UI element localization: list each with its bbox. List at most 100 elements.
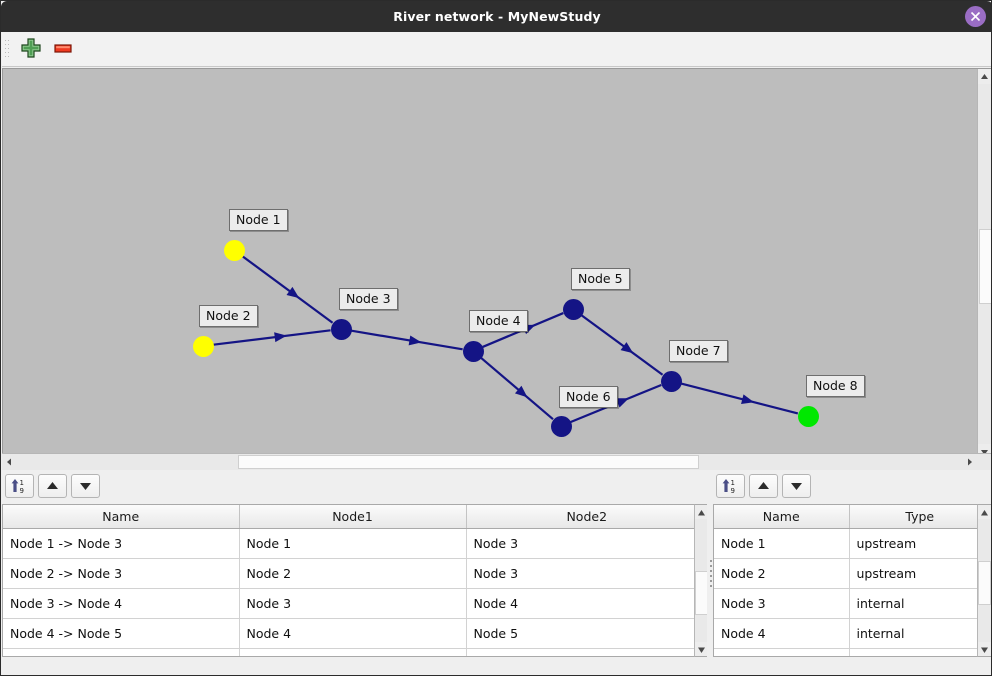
graph-node-label[interactable]: Node 3 [339, 288, 398, 310]
table-cell[interactable]: upstream [849, 528, 991, 559]
graph-horizontal-scrollbar[interactable] [2, 453, 991, 470]
add-node-icon[interactable] [20, 37, 46, 62]
network-edge[interactable] [680, 382, 799, 415]
table-cell[interactable]: Node 4 -> Node 5 [3, 618, 240, 649]
table-cell[interactable]: Node 3 [466, 528, 708, 559]
graph-vscroll-thumb[interactable] [979, 229, 991, 304]
vertical-splitter[interactable] [707, 472, 714, 675]
scroll-up-icon[interactable] [978, 69, 991, 84]
toolbar-grip[interactable] [5, 40, 10, 59]
scroll-down-icon[interactable] [978, 642, 991, 656]
table-cell[interactable]: Node 5 [466, 618, 708, 649]
scroll-up-icon[interactable] [695, 505, 708, 519]
table-cell[interactable]: Node 3 -> Node 4 [3, 588, 240, 619]
table-cell[interactable]: Node 3 [714, 588, 850, 619]
table-cell[interactable]: Node 1 [239, 528, 467, 559]
graph-node[interactable] [192, 335, 214, 357]
column-header[interactable]: Node1 [239, 505, 467, 529]
nodes-sort-button[interactable]: 1 9 [716, 474, 745, 498]
triangle-down-glyph [981, 450, 988, 455]
reaches-move-up-button[interactable] [38, 474, 67, 498]
table-cell[interactable]: Node 4 [239, 618, 467, 649]
graph-node-label[interactable]: Node 2 [199, 305, 258, 327]
svg-text:1: 1 [20, 479, 24, 487]
graph-node-label[interactable]: Node 6 [559, 386, 618, 408]
scrollbar-corner [977, 454, 991, 470]
svg-text:9: 9 [731, 487, 735, 495]
nodes-scroll-thumb[interactable] [978, 561, 991, 605]
table-cell[interactable]: Node 4 [466, 588, 708, 619]
network-edge[interactable] [480, 356, 554, 421]
table-cell[interactable]: Node 2 [714, 558, 850, 589]
network-edge[interactable] [580, 314, 664, 376]
reaches-sort-button[interactable]: 1 9 [5, 474, 34, 498]
table-cell[interactable] [466, 648, 708, 656]
table-cell[interactable] [3, 648, 240, 656]
table-cell[interactable]: Node 1 -> Node 3 [3, 528, 240, 559]
column-header[interactable]: Name [3, 505, 240, 529]
graph-hscroll-thumb[interactable] [238, 455, 699, 469]
graph-node-label[interactable]: Node 8 [806, 375, 865, 397]
table-cell[interactable] [239, 648, 467, 656]
scroll-up-icon[interactable] [978, 505, 991, 519]
column-header[interactable]: Node2 [466, 505, 708, 529]
column-header[interactable]: Type [849, 505, 991, 529]
graph-node-label[interactable]: Node 4 [469, 310, 528, 332]
edge-arrow-icon [408, 335, 422, 346]
graph-node-label[interactable]: Node 1 [229, 209, 288, 231]
reaches-move-down-button[interactable] [71, 474, 100, 498]
reaches-table-scrollbar[interactable] [694, 504, 709, 657]
scroll-down-icon[interactable] [695, 642, 708, 656]
scroll-left-icon[interactable] [2, 454, 17, 470]
network-edge[interactable] [241, 255, 334, 324]
table-row[interactable] [714, 648, 991, 656]
nodes-move-down-button[interactable] [782, 474, 811, 498]
table-cell[interactable]: Node 1 [714, 528, 850, 559]
table-cell[interactable]: Node 3 [239, 588, 467, 619]
graph-node[interactable] [330, 318, 352, 340]
triangle-up-icon [758, 482, 769, 489]
graph-node[interactable] [462, 340, 484, 362]
table-cell[interactable]: Node 4 [714, 618, 850, 649]
table-cell[interactable] [714, 648, 850, 656]
close-icon[interactable] [965, 6, 986, 27]
table-cell[interactable]: internal [849, 618, 991, 649]
column-header[interactable]: Name [714, 505, 850, 529]
network-edge[interactable] [213, 329, 331, 346]
graph-node-label[interactable]: Node 5 [571, 268, 630, 290]
table-row[interactable] [3, 648, 708, 656]
graph-node[interactable] [223, 239, 245, 261]
network-graph-canvas[interactable]: Node 1 Node 2 Node 3 Node 4 Node 5 Node 6 Node… [3, 69, 978, 459]
graph-node[interactable] [660, 370, 682, 392]
table-cell[interactable]: internal [849, 588, 991, 619]
table-cell[interactable]: Node 2 [239, 558, 467, 589]
edge-arrow-icon [514, 385, 528, 398]
scroll-right-icon[interactable] [962, 454, 977, 470]
network-graph-panel[interactable]: Node 1 Node 2 Node 3 Node 4 Node 5 Node 6 Node… [2, 68, 991, 459]
nodes-table-scrollbar[interactable] [977, 504, 991, 657]
table-cell[interactable]: upstream [849, 558, 991, 589]
graph-node[interactable] [797, 405, 819, 427]
nodes-move-up-button[interactable] [749, 474, 778, 498]
graph-node[interactable] [562, 298, 584, 320]
network-edge[interactable] [351, 329, 463, 351]
graph-node-label[interactable]: Node 7 [669, 340, 728, 362]
delete-node-icon[interactable] [52, 37, 78, 62]
graph-node[interactable] [550, 415, 572, 437]
table-cell[interactable]: Node 3 [466, 558, 708, 589]
graph-vertical-scrollbar[interactable] [977, 69, 991, 459]
table-cell[interactable] [849, 648, 991, 656]
table-cell[interactable]: Node 2 -> Node 3 [3, 558, 240, 589]
